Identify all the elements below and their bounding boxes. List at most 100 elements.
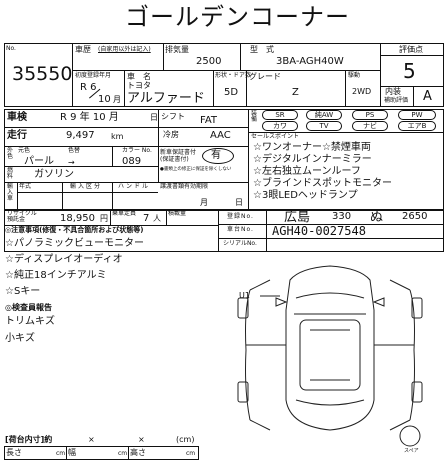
fuel-value: ガソリン bbox=[34, 169, 74, 180]
inspector-header: ◎検査員報告 bbox=[5, 303, 52, 312]
plate-label: 登録No. bbox=[227, 213, 254, 220]
cargo-grid bbox=[4, 446, 199, 460]
displacement-value: 2500 bbox=[196, 56, 222, 67]
car-name-label: 車 名 bbox=[127, 72, 151, 81]
mileage-unit: km bbox=[111, 132, 124, 141]
score-value: 5 bbox=[403, 59, 416, 83]
option-sr: SR bbox=[262, 110, 298, 120]
notes-header: ◎注意事項(修復・不具合箇所および状態等) bbox=[5, 226, 144, 234]
lot-number: 35550 bbox=[12, 63, 73, 85]
options-label: 装備 bbox=[251, 110, 258, 123]
transfer-month-unit: 月 bbox=[200, 198, 208, 207]
doors-label: 形状・ドア数 bbox=[215, 72, 252, 79]
middle-frame bbox=[4, 109, 444, 210]
option-navi: ナビ bbox=[352, 121, 388, 131]
selling-label: セールスポイント bbox=[251, 133, 300, 140]
score-label: 評価点 bbox=[399, 45, 423, 54]
cargo-width: 幅 bbox=[68, 448, 76, 457]
import-year-label: 年式 bbox=[19, 183, 32, 190]
option-airbag: エアB bbox=[398, 121, 436, 131]
color-arrow: → bbox=[68, 158, 75, 167]
note-3: ☆純正18インチアルミ bbox=[5, 270, 107, 281]
plate-class: 330 bbox=[332, 211, 352, 222]
first-reg-month: 10 bbox=[98, 94, 111, 105]
serial-label: シリアルNo. bbox=[223, 240, 257, 247]
first-reg-month-unit: 月 bbox=[113, 95, 121, 104]
car-diagram bbox=[237, 265, 423, 447]
recycle-unit: 円 bbox=[100, 214, 108, 223]
option-pw: PW bbox=[398, 110, 436, 120]
load-label: 積載量 bbox=[168, 210, 187, 217]
spare-label: スペア bbox=[404, 448, 419, 454]
lot-label: No. bbox=[6, 45, 16, 52]
cargo-label: [荷台内寸]約 bbox=[5, 435, 53, 444]
cargo-height-unit: cm bbox=[186, 450, 196, 457]
color-code: 089 bbox=[122, 156, 142, 167]
selling-point-1: ☆ワンオーナー☆禁煙車両 bbox=[253, 142, 371, 153]
capacity-label: 乗車定員 bbox=[112, 210, 137, 217]
color-label: 外色 bbox=[7, 147, 14, 160]
fuel-label: 燃料 bbox=[7, 167, 14, 180]
inspection-value: R 9 年 10 月 bbox=[60, 112, 119, 123]
page-title: ゴールデンコーナー bbox=[125, 3, 350, 31]
interior-label: 内装 bbox=[385, 87, 401, 96]
transfer-day-unit: 日 bbox=[235, 198, 243, 207]
inspection-label: 車検 bbox=[7, 112, 27, 123]
selling-point-5: ☆3眼LEDヘッドランプ bbox=[253, 190, 358, 201]
cargo-x2: × bbox=[138, 435, 145, 444]
color-code-label: カラー No. bbox=[122, 147, 152, 154]
color-paint-label: 色替 bbox=[68, 147, 81, 154]
shift-label: シフト bbox=[161, 112, 185, 121]
color-orig-label: 元色 bbox=[18, 147, 31, 154]
cargo-length: 長さ bbox=[6, 448, 22, 457]
shift-value: FAT bbox=[200, 115, 218, 126]
chassis-label: 車台No. bbox=[227, 226, 254, 233]
displacement-label: 排気量 bbox=[165, 45, 189, 54]
warranty-label: 新車保証書付 bbox=[160, 149, 197, 156]
mileage-label: 走行 bbox=[7, 130, 27, 141]
bottom-frame bbox=[4, 210, 444, 252]
mileage-value: 9,497 bbox=[66, 130, 95, 141]
recycle-label: リサイクル預託金 bbox=[7, 210, 37, 223]
cargo-unit: (cm) bbox=[176, 435, 195, 444]
first-reg-era: R 6 bbox=[80, 82, 97, 93]
drive-label: 駆動 bbox=[348, 72, 361, 79]
option-leather: カワ bbox=[262, 121, 298, 131]
selling-point-2: ☆デジタルインナーミラー bbox=[253, 154, 372, 165]
grade-value: Z bbox=[292, 87, 299, 98]
diagram-label: U1 bbox=[239, 291, 250, 300]
note-4: ☆Sキー bbox=[5, 286, 41, 297]
plate-number: 2650 bbox=[402, 211, 428, 222]
capacity-value: 7 bbox=[143, 213, 150, 224]
import-label: 輸入車 bbox=[7, 183, 14, 202]
top-frame bbox=[4, 43, 444, 107]
inspection-day-unit: 日 bbox=[150, 113, 158, 122]
warranty-sub: (保証書付) bbox=[160, 156, 189, 163]
chassis-value: AGH40-0027548 bbox=[272, 224, 366, 238]
transfer-label: 譲渡書類有効期限 bbox=[160, 183, 209, 190]
import-handle-label: ハンドル bbox=[118, 183, 151, 190]
history-sub: (自家用以外は記入) bbox=[98, 46, 151, 53]
ac-value: AAC bbox=[210, 130, 231, 141]
option-ps: PS bbox=[352, 110, 388, 120]
car-name-value: アルファード bbox=[127, 91, 205, 106]
interior-sub: 補助評価 bbox=[384, 97, 409, 104]
warranty-note: ●書類上の修正に保証を除くしない bbox=[160, 167, 232, 172]
warranty-value: 有 bbox=[211, 150, 221, 161]
selling-point-3: ☆左右独立ムーンルーフ bbox=[253, 166, 361, 177]
plate-region: 広島 bbox=[284, 210, 311, 225]
option-tv: TV bbox=[306, 121, 342, 131]
import-class-label: 輸入区分 bbox=[70, 183, 103, 190]
plate-kana: ぬ bbox=[370, 210, 384, 225]
drive-value: 2WD bbox=[352, 87, 372, 96]
cargo-width-unit: cm bbox=[118, 450, 128, 457]
color-value: パール bbox=[24, 156, 54, 167]
selling-point-4: ☆ブラインドスポットモニター bbox=[253, 178, 392, 189]
inspector-note-1: トリムキズ bbox=[5, 316, 55, 327]
first-reg-label: 初度登録年月 bbox=[75, 72, 112, 79]
cargo-height: 高さ bbox=[130, 448, 146, 457]
history-label: 車歴 bbox=[75, 45, 91, 54]
option-alloy: 純AW bbox=[306, 110, 342, 120]
cargo-x1: × bbox=[88, 435, 95, 444]
recycle-value: 18,950 bbox=[60, 213, 95, 224]
